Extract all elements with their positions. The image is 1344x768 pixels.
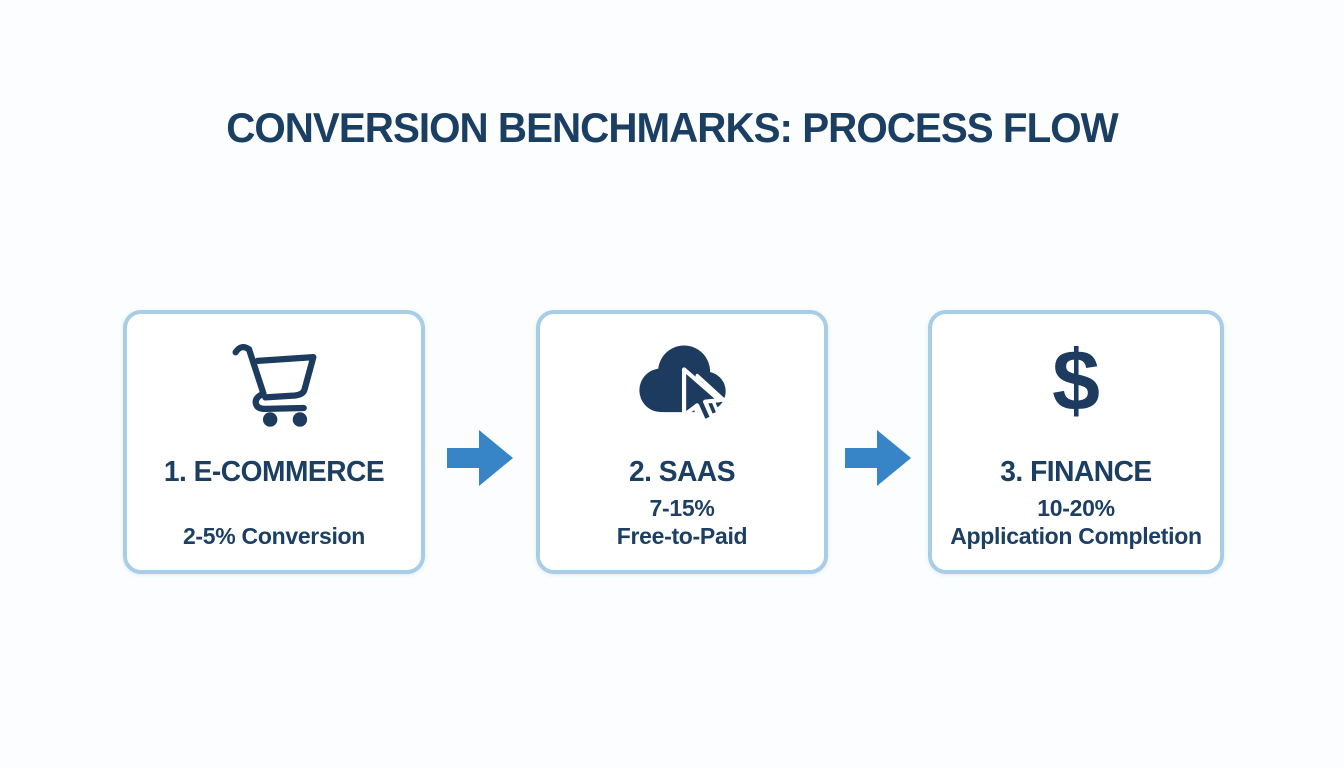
step-stats: 10-20% Application Completion [932,495,1220,550]
step-label: 2-5% Conversion [182,523,366,549]
dollar-sign-icon: $ [1052,333,1100,429]
step-stats: 2-5% Conversion [127,522,421,550]
step-card-finance: $ 3. FINANCE 10-20% Application Completi… [928,310,1224,574]
step-stats: 7-15% Free-to-Paid [540,495,824,550]
step-title: 1. E-COMMERCE [163,456,385,488]
step-title: 2. SAAS [628,456,736,488]
cloud-cursor-icon [540,332,824,434]
step-title: 3. FINANCE [1000,456,1152,488]
arrow-right-icon [845,430,911,486]
step-label: Free-to-Paid [616,523,748,549]
step-card-ecommerce: 1. E-COMMERCE 2-5% Conversion [123,310,425,574]
step-metric: 7-15% [649,495,715,521]
step-label: Application Completion [950,523,1202,549]
step-metric: 10-20% [1037,495,1115,521]
step-card-saas: 2. SAAS 7-15% Free-to-Paid [536,310,828,574]
arrow-right-icon [447,430,513,486]
page-title: CONVERSION BENCHMARKS: PROCESS FLOW [226,104,1119,151]
shopping-cart-icon [127,332,421,434]
